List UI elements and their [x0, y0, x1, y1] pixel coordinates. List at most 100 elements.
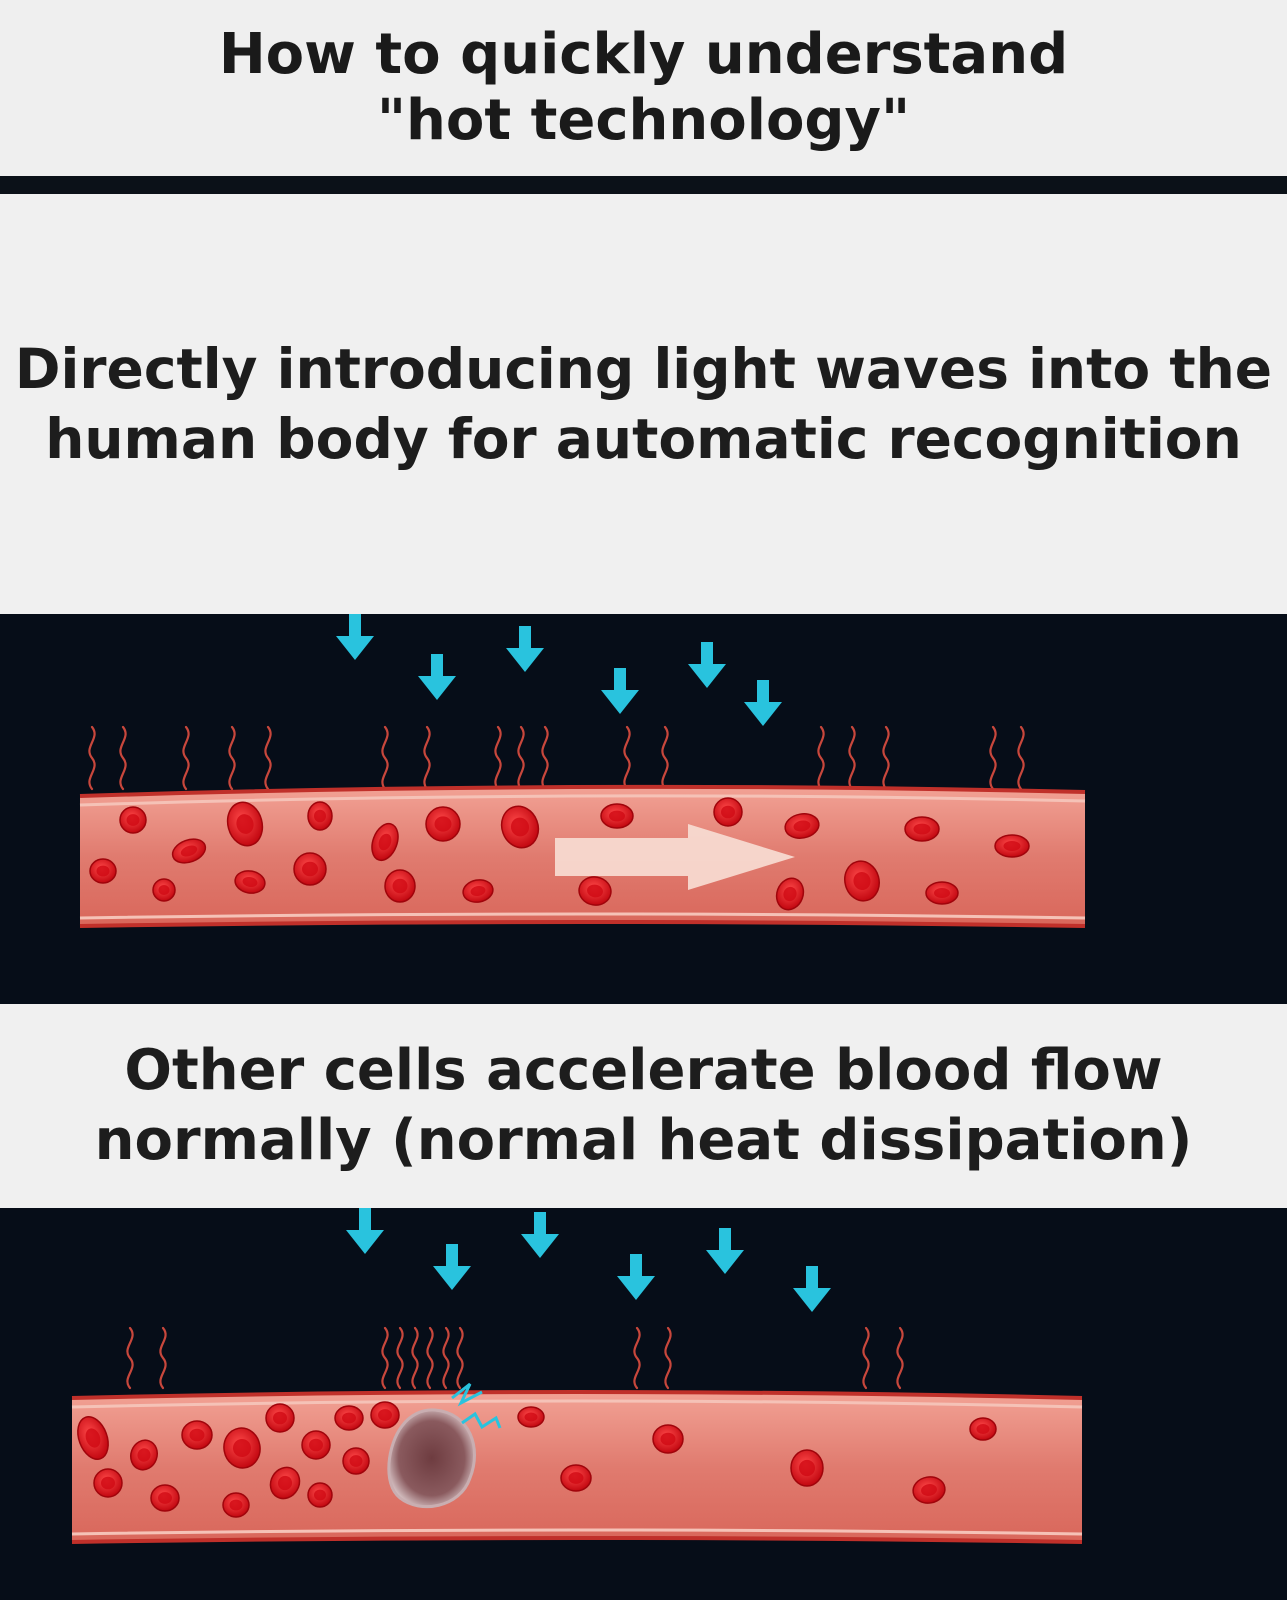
down-arrow-icon — [744, 680, 782, 726]
down-arrow-icon — [601, 668, 639, 714]
heat-wave-icon — [456, 1326, 464, 1390]
red-blood-cell — [234, 870, 266, 894]
red-blood-cell — [181, 1420, 213, 1450]
caption-line-1: Other cells accelerate blood flow — [124, 1038, 1163, 1103]
heat-wave-icon — [623, 725, 631, 791]
red-blood-cell — [171, 838, 207, 864]
heat-wave-icon — [494, 725, 502, 791]
heat-wave-icon — [896, 1326, 904, 1390]
vessel-wall-highlight — [79, 912, 1086, 920]
down-arrow-icon — [521, 1212, 559, 1258]
heat-wave-icon — [848, 725, 856, 791]
heat-wave-icon — [442, 1326, 450, 1390]
intro-section: Directly introducing light waves into th… — [0, 194, 1287, 614]
heat-wave-icon — [396, 1326, 404, 1390]
abnormal-cell — [387, 1408, 476, 1509]
red-blood-cell — [265, 1403, 295, 1433]
heat-wave-icon — [159, 1326, 167, 1390]
intro-line-2: human body for automatic recognition — [45, 407, 1242, 471]
heat-wave-icon — [411, 1326, 419, 1390]
heat-wave-icon — [882, 725, 890, 791]
heat-wave-icon — [517, 725, 525, 791]
heat-wave-icon — [661, 725, 669, 791]
red-blood-cell — [912, 1476, 946, 1504]
vessel-wall-highlight — [71, 1399, 1083, 1409]
red-blood-cell — [130, 1439, 158, 1471]
normal-vessel-panel — [0, 614, 1287, 1004]
red-blood-cell — [77, 1416, 109, 1460]
red-blood-cell — [384, 869, 416, 903]
lightning-spark-icon — [461, 1411, 502, 1430]
red-blood-cell — [600, 803, 634, 829]
lightning-spark-icon — [451, 1382, 483, 1407]
intro-line-1: Directly introducing light waves into th… — [14, 337, 1273, 401]
red-blood-cell — [119, 806, 147, 834]
red-blood-cell — [307, 1482, 333, 1508]
heat-wave-icon — [126, 1326, 134, 1390]
title-section: How to quickly understand "hot technolog… — [0, 0, 1287, 176]
red-blood-cell — [904, 816, 940, 842]
red-blood-cell — [994, 834, 1030, 858]
red-blood-cell — [500, 805, 540, 849]
heat-wave-icon — [426, 1326, 434, 1390]
heat-wave-icon — [633, 1326, 641, 1390]
flow-arrow-icon — [555, 824, 795, 890]
down-arrow-icon — [336, 614, 374, 660]
red-blood-cell — [226, 801, 264, 847]
heat-wave-icon — [264, 725, 272, 791]
heat-wave-icon — [381, 1326, 389, 1390]
heat-wave-icon — [664, 1326, 672, 1390]
title-line-1: How to quickly understand — [218, 22, 1069, 87]
red-blood-cell — [269, 1466, 301, 1500]
down-arrow-icon — [688, 642, 726, 688]
red-blood-cell — [307, 801, 333, 831]
vessel-wall-bottom — [71, 1536, 1083, 1544]
red-blood-cell — [293, 852, 327, 886]
vessel-wall-highlight — [71, 1528, 1083, 1536]
heat-wave-icon — [88, 725, 96, 791]
red-blood-cell — [301, 1430, 331, 1460]
red-blood-cell — [560, 1464, 592, 1492]
red-blood-cell — [334, 1405, 364, 1431]
vessel-wall-bottom — [79, 920, 1086, 928]
abnormal-vessel-illustration — [71, 1208, 1083, 1544]
title-divider — [0, 176, 1287, 194]
heat-wave-icon — [119, 725, 127, 791]
red-blood-cell — [342, 1447, 370, 1475]
red-blood-cell — [790, 1449, 824, 1487]
caption-section: Other cells accelerate blood flow normal… — [0, 1004, 1287, 1208]
red-blood-cell — [425, 806, 461, 842]
down-arrow-icon — [506, 626, 544, 672]
down-arrow-icon — [617, 1254, 655, 1300]
red-blood-cell — [370, 1401, 400, 1429]
red-blood-cell — [152, 878, 176, 902]
red-blood-cell — [784, 813, 820, 839]
heat-wave-icon — [1017, 725, 1025, 791]
heat-wave-icon — [817, 725, 825, 791]
red-blood-cell — [517, 1406, 545, 1428]
red-blood-cell — [578, 876, 612, 906]
red-blood-cell — [969, 1417, 997, 1441]
caption-heading: Other cells accelerate blood flow normal… — [44, 1036, 1244, 1176]
red-blood-cell — [713, 797, 743, 827]
heat-wave-icon — [423, 725, 431, 791]
vessel-wall-highlight — [79, 794, 1086, 807]
heat-wave-icon — [862, 1326, 870, 1390]
down-arrow-icon — [418, 654, 456, 700]
abnormal-vessel-panel — [0, 1208, 1287, 1600]
heat-wave-icon — [541, 725, 549, 791]
down-arrow-icon — [793, 1266, 831, 1312]
red-blood-cell — [89, 858, 117, 884]
red-blood-cell — [462, 879, 494, 903]
red-blood-cell — [223, 1427, 261, 1469]
down-arrow-icon — [433, 1244, 471, 1290]
normal-vessel-illustration — [79, 614, 1086, 928]
caption-line-2: normally (normal heat dissipation) — [94, 1108, 1193, 1173]
red-blood-cell — [371, 822, 399, 862]
red-blood-cell — [925, 881, 959, 905]
intro-heading: Directly introducing light waves into th… — [9, 334, 1279, 474]
red-blood-cell — [222, 1492, 250, 1518]
vessel-wall-top — [71, 1390, 1083, 1400]
red-blood-cell — [150, 1484, 180, 1512]
